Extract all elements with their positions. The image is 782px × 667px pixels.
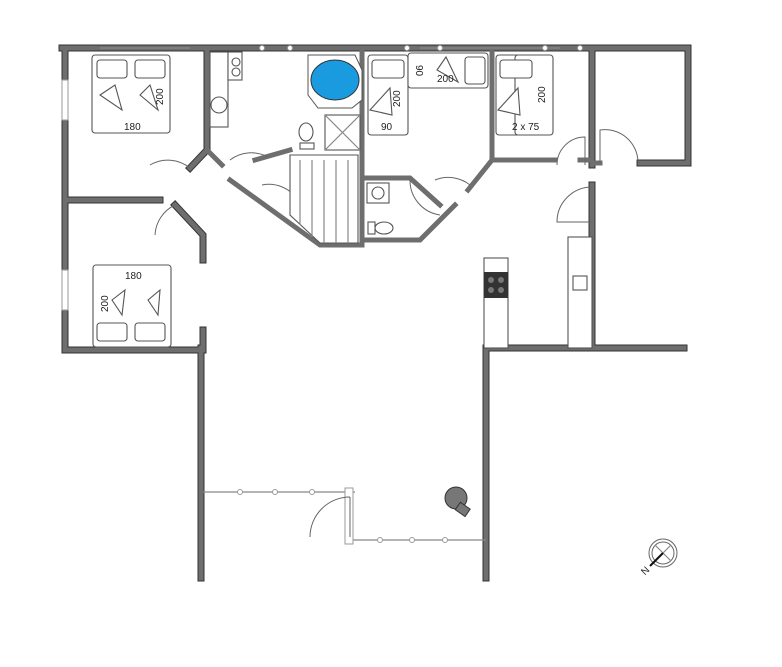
door[interactable] [154, 204, 176, 236]
bed-width-label: 180 [125, 271, 142, 282]
bed-master-bottom: 180 200 [92, 264, 172, 348]
bed-width-label: 2 x 75 [512, 122, 540, 133]
door[interactable] [409, 179, 441, 216]
door[interactable] [229, 152, 269, 161]
bed-length-label: 200 [100, 295, 111, 312]
door[interactable] [556, 186, 593, 223]
bed-length-label: 200 [392, 90, 403, 107]
door[interactable] [434, 176, 471, 186]
door[interactable] [556, 136, 586, 166]
bed-width-label: 90 [413, 65, 424, 77]
stove [484, 272, 508, 298]
porch [203, 487, 486, 545]
bed-width-label: 180 [124, 122, 141, 133]
bed-length-label: 200 [155, 88, 166, 105]
door[interactable] [149, 159, 191, 169]
stairs [289, 154, 359, 244]
toilet [298, 122, 314, 142]
wood-stove [444, 486, 471, 518]
wc [366, 182, 394, 235]
sink [572, 275, 588, 291]
compass-north-label: N [639, 565, 652, 578]
terrace-door[interactable] [309, 496, 351, 538]
bed-master-top: 180 200 [91, 54, 171, 134]
bed-width-label: 90 [381, 122, 393, 133]
bed-length-label: 200 [537, 86, 548, 103]
bed-length-label: 200 [437, 74, 454, 85]
kitchen [483, 236, 593, 349]
bathroom [209, 51, 363, 244]
door[interactable] [599, 129, 639, 164]
doors [149, 129, 639, 236]
compass: N [639, 538, 678, 578]
windows [100, 45, 583, 51]
bed-twin: 2 x 75 200 [495, 54, 554, 136]
bed-single: 90 200 [367, 54, 409, 136]
sofa-bed: 90 200 [407, 52, 489, 89]
